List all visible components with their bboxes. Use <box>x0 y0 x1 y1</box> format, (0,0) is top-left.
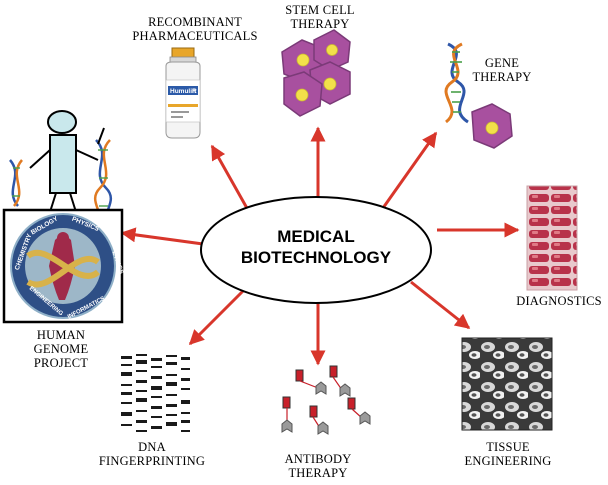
label-tissue: TISSUE ENGINEERING <box>458 440 558 468</box>
label-recombinant: RECOMBINANT PHARMACEUTICALS <box>120 15 270 43</box>
arrow-gene <box>381 131 438 209</box>
center-ellipse <box>200 196 432 304</box>
label-human-genome-line1: HUMAN <box>36 328 86 342</box>
label-dna: DNA FINGERPRINTING <box>92 440 212 468</box>
gene-therapy-image <box>444 42 513 149</box>
label-recombinant-line2: PHARMACEUTICALS <box>132 29 258 43</box>
label-human-genome: HUMAN GENOME PROJECT <box>16 328 106 370</box>
tissue-image <box>461 337 553 431</box>
antibody-image <box>281 365 371 435</box>
label-antibody-line1: ANTIBODY <box>284 452 352 466</box>
vial-suffix-text: R <box>192 88 197 95</box>
label-diagnostics: DIAGNOSTICS <box>512 294 606 308</box>
arrow-tissue <box>410 280 471 330</box>
label-dna-line2: FINGERPRINTING <box>98 454 206 468</box>
label-recombinant-line1: RECOMBINANT <box>148 15 242 29</box>
human-genome-image: CHEMISTRY BIOLOGY PHYSICS ETHICS ENGINEE… <box>2 110 125 324</box>
arrow-human-genome <box>120 227 204 246</box>
label-stem-cell: STEM CELL THERAPY <box>275 3 365 31</box>
diagnostics-image <box>526 185 578 291</box>
label-gene: GENE THERAPY <box>472 56 532 84</box>
arrows <box>120 126 520 366</box>
label-stem-cell-line1: STEM CELL <box>285 3 355 17</box>
center-title: MEDICAL BIOTECHNOLOGY <box>216 226 416 268</box>
center-title-line1: MEDICAL <box>277 227 355 246</box>
arrow-recombinant <box>210 144 250 211</box>
label-gene-line2: THERAPY <box>472 70 532 84</box>
label-dna-line1: DNA <box>138 440 166 454</box>
insulin-vial-image: Humulin R <box>165 47 201 139</box>
label-human-genome-line2: GENOME <box>33 342 89 356</box>
label-tissue-line2: ENGINEERING <box>464 454 552 468</box>
stem-cell-image <box>281 29 351 117</box>
vial-brand-text: Humulin <box>170 88 196 95</box>
label-gene-line1: GENE <box>484 56 520 70</box>
label-antibody: ANTIBODY THERAPY <box>268 452 368 480</box>
arrow-dna <box>188 282 252 346</box>
label-tissue-line1: TISSUE <box>486 440 530 454</box>
label-antibody-line2: THERAPY <box>288 466 348 480</box>
label-diagnostics-line1: DIAGNOSTICS <box>516 294 602 308</box>
label-stem-cell-line2: THERAPY <box>290 17 350 31</box>
label-human-genome-line3: PROJECT <box>33 356 89 370</box>
dna-fingerprint-image <box>118 351 192 437</box>
center-title-line2: BIOTECHNOLOGY <box>240 248 392 267</box>
